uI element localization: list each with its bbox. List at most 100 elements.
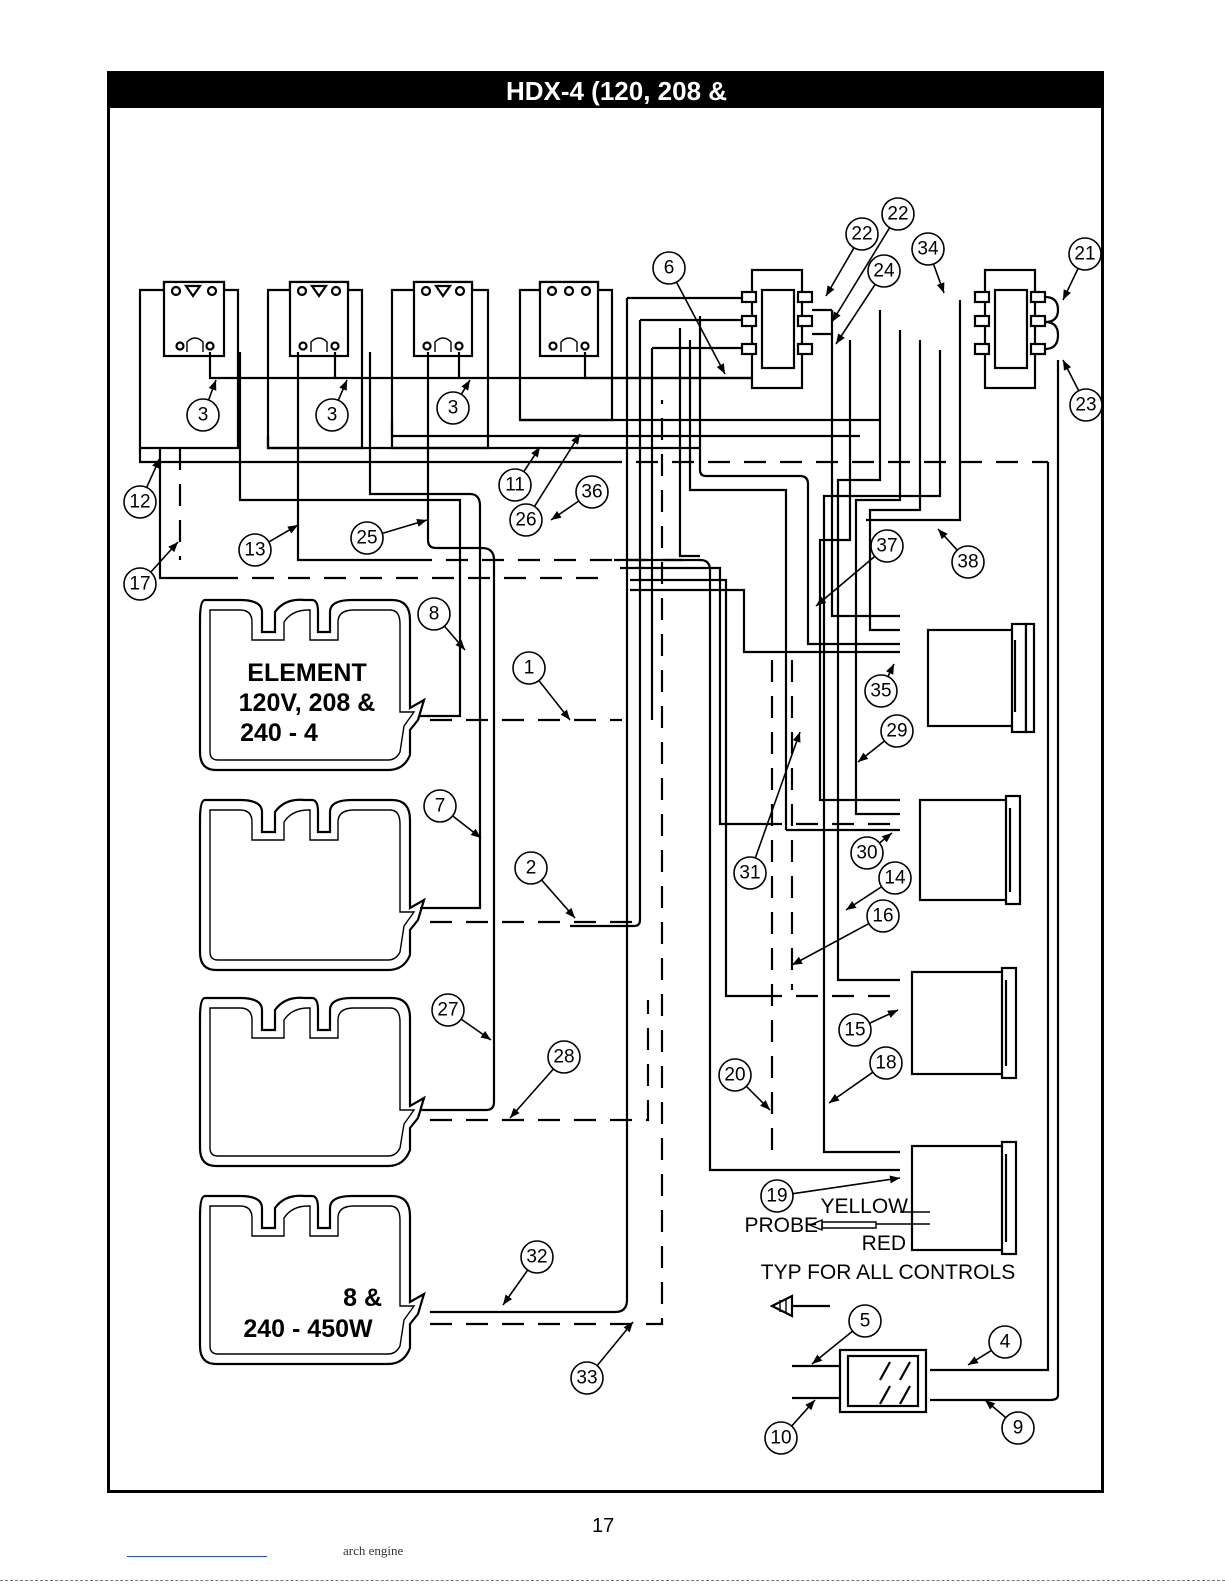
pan-receptacle-3 (392, 282, 488, 448)
callout-number: 5 (860, 1311, 871, 1332)
callout-number: 4 (1000, 1332, 1011, 1353)
callout-number: 33 (576, 1368, 597, 1389)
terminal-block-left (742, 270, 832, 388)
callout-number: 37 (876, 536, 897, 557)
element-label-lower2: 240 - 450W (243, 1315, 373, 1343)
callout-number: 13 (244, 540, 265, 561)
callout-number: 16 (872, 906, 893, 927)
page-bottom-rule (0, 1580, 1225, 1581)
element-label-line1: ELEMENT (247, 659, 366, 687)
callout-32: 32 (503, 1241, 553, 1305)
callout-number: 3 (198, 405, 209, 426)
callout-28: 28 (510, 1041, 580, 1118)
element-label-line3: 240 - 4 (240, 719, 318, 747)
callout-number: 3 (448, 398, 459, 419)
callout-number: 17 (129, 574, 150, 595)
callout-18: 18 (829, 1047, 902, 1103)
callout-3: 3 (316, 380, 348, 431)
callout-number: 27 (437, 1000, 458, 1021)
callout-7: 7 (424, 790, 481, 838)
callout-number: 18 (875, 1053, 896, 1074)
callout-31: 31 (734, 732, 800, 889)
callout-2: 2 (515, 852, 575, 918)
callout-20: 20 (719, 1059, 770, 1110)
callout-number: 29 (886, 721, 907, 742)
callout-number: 8 (429, 604, 440, 625)
callout-3: 3 (437, 380, 470, 424)
callout-12: 12 (124, 458, 160, 518)
callout-number: 24 (873, 261, 895, 282)
callout-number: 21 (1074, 244, 1095, 265)
callout-10: 10 (765, 1400, 815, 1454)
typ-note: TYP FOR ALL CONTROLS (761, 1261, 1015, 1284)
footer-text: arch engine (343, 1543, 403, 1559)
footer-link-underline (127, 1556, 267, 1557)
element-label-line2: 120V, 208 & (239, 689, 376, 717)
callout-23: 23 (1063, 360, 1102, 421)
callout-1: 1 (513, 652, 570, 720)
callout-number: 22 (887, 204, 908, 225)
callout-16: 16 (792, 900, 899, 965)
callout-25: 25 (351, 519, 427, 554)
callout-number: 11 (505, 475, 525, 496)
callout-number: 35 (870, 681, 891, 702)
controller-4 (912, 1142, 1016, 1254)
callout-number: 25 (356, 528, 377, 549)
callout-number: 2 (526, 858, 537, 879)
callout-number: 38 (957, 552, 978, 573)
callout-number: 15 (844, 1020, 865, 1041)
callout-number: 12 (129, 492, 150, 513)
callout-number: 32 (526, 1247, 547, 1268)
terminal-block-right (975, 270, 1058, 388)
callout-number: 6 (664, 258, 675, 279)
red-label: RED (862, 1232, 906, 1255)
callout-36: 36 (551, 476, 608, 520)
callout-4: 4 (968, 1326, 1021, 1365)
callout-38: 38 (938, 529, 984, 578)
callout-33: 33 (571, 1322, 633, 1394)
callout-number: 20 (724, 1065, 745, 1086)
controller-3 (912, 968, 1016, 1078)
callout-15: 15 (839, 1010, 898, 1046)
callout-34: 34 (912, 233, 944, 293)
pan-receptacle-2 (268, 282, 362, 448)
callout-number: 10 (770, 1428, 791, 1449)
power-terminal-block (840, 1350, 926, 1412)
callout-30: 30 (851, 833, 892, 869)
heating-element-3 (200, 998, 424, 1166)
callout-8: 8 (418, 598, 465, 650)
callout-number: 19 (766, 1186, 787, 1207)
callout-22: 22 (826, 218, 878, 296)
callout-3: 3 (187, 380, 219, 431)
callout-17: 17 (124, 542, 178, 600)
callout-number: 7 (435, 796, 446, 817)
controller-2 (920, 796, 1020, 904)
pan-receptacle-4 (520, 282, 612, 420)
callout-number: 14 (884, 868, 906, 889)
callout-number: 26 (515, 510, 536, 531)
probe-label: PROBE (744, 1214, 818, 1237)
callout-number: 9 (1013, 1418, 1024, 1439)
callout-number: 22 (851, 224, 872, 245)
callout-number: 23 (1075, 395, 1096, 416)
callout-9: 9 (985, 1400, 1034, 1444)
yellow-label: YELLOW (820, 1195, 908, 1218)
element-label-lower1: 8 & (343, 1284, 382, 1312)
callout-29: 29 (858, 715, 913, 762)
callout-number: 1 (524, 658, 535, 679)
controller-1 (928, 624, 1034, 732)
callout-27: 27 (432, 994, 491, 1040)
callout-21: 21 (1063, 238, 1101, 300)
callout-11: 11 (499, 447, 540, 501)
callout-number: 3 (327, 405, 338, 426)
ground-symbol (772, 1296, 830, 1316)
callout-number: 36 (581, 482, 602, 503)
callout-number: 34 (917, 239, 939, 260)
heating-element-2 (200, 800, 424, 970)
page-number: 17 (592, 1515, 614, 1538)
callout-13: 13 (239, 525, 298, 566)
callout-number: 28 (553, 1047, 574, 1068)
callout-35: 35 (865, 664, 897, 707)
callout-37: 37 (816, 530, 903, 606)
